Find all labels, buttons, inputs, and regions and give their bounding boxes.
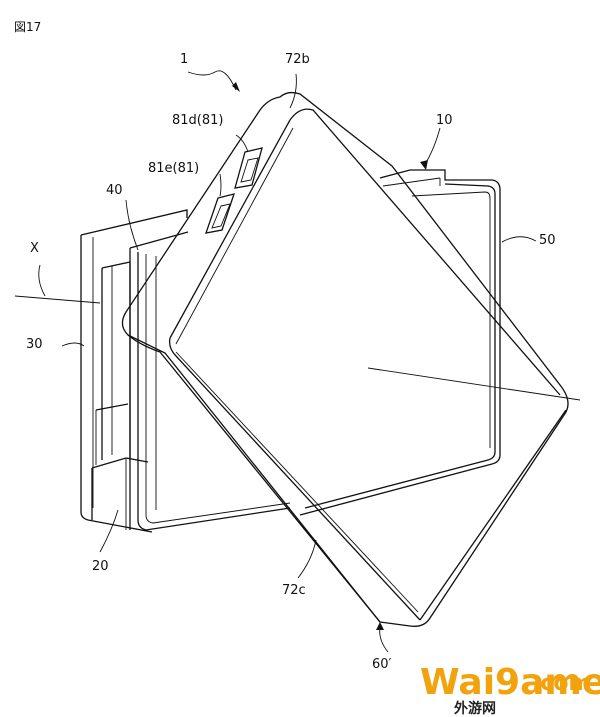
label-unit: 10 <box>436 113 453 128</box>
label-frame: 40 <box>106 183 123 198</box>
watermark-main: Wai9amer <box>420 662 600 703</box>
label-connector-d: 81d(81) <box>172 113 223 128</box>
connector-slot-81d <box>234 147 263 189</box>
watermark-cn: 外游网 <box>454 700 496 717</box>
front-cover <box>121 91 569 627</box>
label-base: 20 <box>92 559 109 574</box>
label-side-unit: 30 <box>26 337 43 352</box>
side-unit <box>80 209 188 533</box>
reference-labels: 1 72b 81d(81) 81e(81) 10 50 X 40 30 20 7… <box>26 52 556 672</box>
label-device: 1 <box>180 52 188 67</box>
label-axis-x: X <box>30 241 39 256</box>
axis-x <box>14 264 581 401</box>
watermark-com: .com <box>532 671 591 696</box>
label-panel: 50 <box>539 233 556 248</box>
label-face-bottom: 72c <box>282 583 306 598</box>
connector-slot-81e <box>205 193 235 234</box>
figure-label: 図17 <box>14 20 41 34</box>
leader-lines <box>61 70 537 653</box>
label-cover: 60′ <box>372 657 392 672</box>
middle-panel <box>129 231 291 531</box>
rear-unit <box>299 169 501 516</box>
label-face-top: 72b <box>285 52 310 67</box>
watermark: Wai9amer .com 外游网 <box>420 662 600 717</box>
label-connector-e: 81e(81) <box>148 161 199 176</box>
